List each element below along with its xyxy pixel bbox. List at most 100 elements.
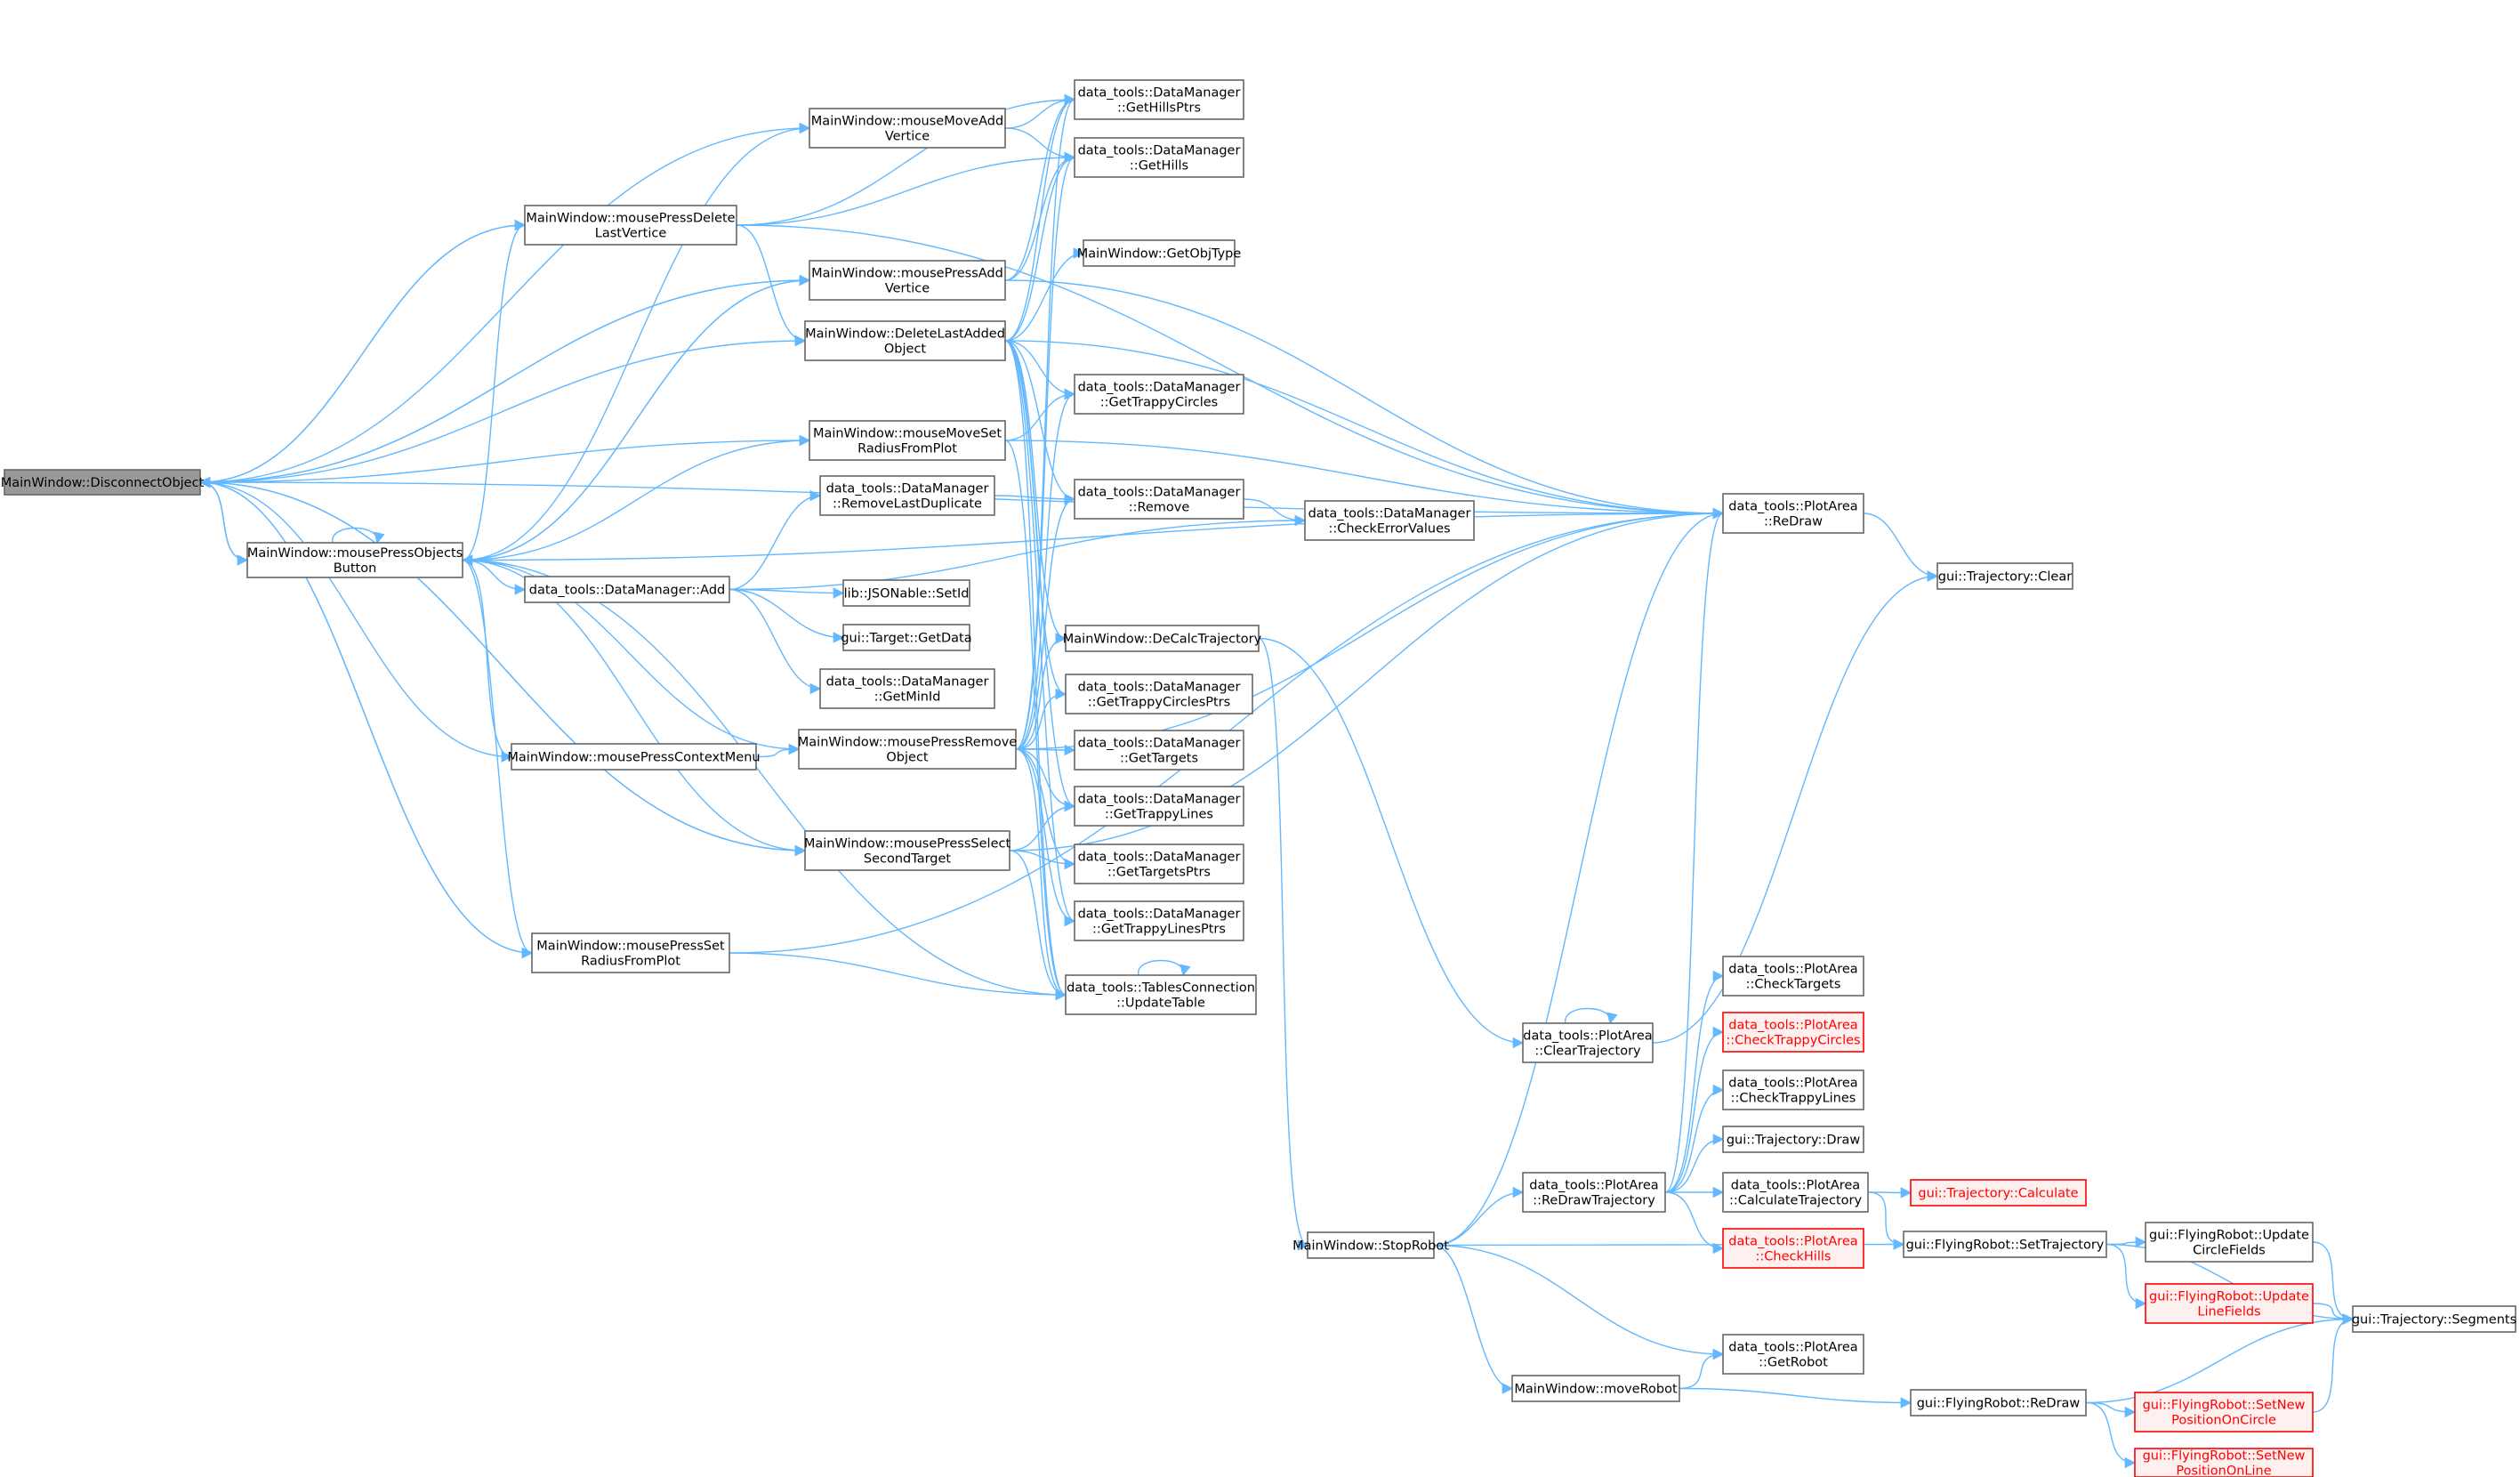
node-check-trappy-lines[interactable]: data_tools::PlotArea::CheckTrappyLines (1722, 1069, 1864, 1110)
edge-mp-del-last-to-pa-re-draw (736, 224, 1725, 520)
node-set-id[interactable]: lib::JSONable::SetId (842, 579, 970, 607)
node-fr-set-traj[interactable]: gui::FlyingRobot::SetTrajectory (1903, 1231, 2107, 1258)
edge-stop-robot-to-get-robot (1433, 1244, 1725, 1360)
edge-de-calc-traj-to-clear-traj (1258, 637, 1525, 1049)
edge-re-draw-traj-to-pa-re-draw (1664, 507, 1725, 1193)
node-stop-robot[interactable]: MainWindow::StopRobot (1292, 1231, 1449, 1259)
edge-mp-set-r-to-update-table (729, 952, 1067, 1001)
node-box (842, 624, 970, 651)
node-label-line: gui::Trajectory::Clear (1938, 570, 2072, 585)
node-label-line: MainWindow::mousePressRemove (798, 736, 1018, 750)
edge-objbtn-to-mp-set-r (462, 559, 534, 959)
node-get-hills-ptrs[interactable]: data_tools::DataManager::GetHillsPtrs (1074, 79, 1244, 120)
node-box (1065, 625, 1260, 652)
node-box (1722, 956, 1864, 997)
node-get-trappy-circles[interactable]: data_tools::DataManager::GetTrappyCircle… (1074, 374, 1244, 415)
edge-mp-rem-obj-to-get-trappy-circles (1015, 388, 1076, 750)
node-label-line: data_tools::DataManager (1078, 486, 1241, 500)
node-get-hills[interactable]: data_tools::DataManager::GetHills (1074, 137, 1244, 178)
node-label-line: ::Remove (1129, 501, 1190, 515)
node-traj-segments[interactable]: gui::Trajectory::Segments (2352, 1305, 2516, 1333)
nodes-layer: MainWindow::DisconnectObjectMainWindow::… (1, 79, 2516, 1477)
node-label-line: ::GetHillsPtrs (1117, 101, 1201, 116)
node-label-line: lib::JSONable::SetId (844, 587, 970, 601)
node-update-table[interactable]: data_tools::TablesConnection::UpdateTabl… (1065, 974, 1257, 1015)
node-check-err[interactable]: data_tools::DataManager::CheckErrorValue… (1304, 500, 1475, 541)
node-de-calc-traj[interactable]: MainWindow::DeCalcTrajectory (1063, 625, 1262, 652)
node-box (804, 320, 1006, 361)
node-pa-re-draw[interactable]: data_tools::PlotArea::ReDraw (1722, 493, 1864, 534)
node-label-line: ::GetTrappyLinesPtrs (1092, 923, 1226, 937)
node-label-line: gui::FlyingRobot::SetTrajectory (1906, 1239, 2105, 1253)
node-dm-remove[interactable]: data_tools::DataManager::Remove (1074, 479, 1244, 520)
node-label-line: MainWindow::mousePressDelete (526, 212, 735, 226)
node-get-targets-ptrs[interactable]: data_tools::DataManager::GetTargetsPtrs (1074, 843, 1244, 884)
node-box (1910, 1389, 2087, 1416)
node-label-line: data_tools::DataManager (1308, 507, 1471, 521)
node-get-min-id[interactable]: data_tools::DataManager::GetMinId (819, 668, 995, 709)
node-dm-rem-last-dup[interactable]: data_tools::DataManager::RemoveLastDupli… (819, 475, 995, 516)
edge-move-robot-to-fr-re-draw (1679, 1387, 1912, 1408)
node-ctx-menu[interactable]: MainWindow::mousePressContextMenu (507, 743, 761, 771)
node-get-trappy-lines[interactable]: data_tools::DataManager::GetTrappyLines (1074, 786, 1244, 827)
node-check-hills[interactable]: data_tools::PlotArea::CheckHills (1722, 1228, 1864, 1269)
node-get-trappy-circles-ptrs[interactable]: data_tools::DataManager::GetTrappyCircle… (1065, 674, 1253, 714)
node-box (2145, 1283, 2314, 1324)
node-get-obj-type[interactable]: MainWindow::GetObjType (1077, 239, 1242, 267)
node-get-targets[interactable]: data_tools::DataManager::GetTargets (1074, 730, 1244, 771)
node-calc-traj[interactable]: data_tools::PlotArea::CalculateTrajector… (1722, 1172, 1869, 1213)
node-move-robot[interactable]: MainWindow::moveRobot (1511, 1375, 1680, 1402)
node-box (1722, 1334, 1864, 1375)
node-box (809, 108, 1006, 149)
node-fr-re-draw[interactable]: gui::FlyingRobot::ReDraw (1910, 1389, 2087, 1416)
node-label-line: LastVertice (595, 227, 667, 241)
node-dm-add[interactable]: data_tools::DataManager::Add (524, 576, 730, 603)
node-label-line: data_tools::PlotArea (1728, 500, 1857, 514)
node-label-line: data_tools::DataManager (826, 675, 989, 690)
edge-re-draw-traj-to-check-targets (1664, 970, 1725, 1193)
node-box (804, 830, 1010, 871)
node-get-trappy-lines-ptrs[interactable]: data_tools::DataManager::GetTrappyLinesP… (1074, 900, 1244, 941)
node-label-line: data_tools::DataManager (1078, 681, 1241, 695)
node-label-line: gui::FlyingRobot::Update (2149, 1229, 2309, 1243)
node-label-line: data_tools::DataManager (1078, 908, 1241, 922)
edge-del-last-added-to-get-trappy-lines-ptrs (1004, 340, 1076, 927)
node-box (819, 668, 995, 709)
node-box (511, 743, 757, 771)
node-get-robot[interactable]: data_tools::PlotArea::GetRobot (1722, 1334, 1864, 1375)
node-check-trappy-circles[interactable]: data_tools::PlotArea::CheckTrappyCircles (1722, 1012, 1864, 1053)
node-disconnect[interactable]: MainWindow::DisconnectObject (1, 469, 205, 496)
node-re-draw-traj[interactable]: data_tools::PlotArea::ReDrawTrajectory (1522, 1172, 1666, 1213)
node-label-line: MainWindow::mousePressContextMenu (507, 751, 760, 765)
node-clear-traj[interactable]: data_tools::PlotArea::ClearTrajectory (1522, 1022, 1654, 1063)
node-label-line: ::GetTrappyLines (1105, 808, 1213, 822)
node-box (1522, 1022, 1654, 1063)
node-label-line: gui::FlyingRobot::SetNew (2143, 1449, 2306, 1464)
edge-mp-add-v-to-pa-re-draw (1004, 279, 1725, 520)
node-traj-clear[interactable]: gui::Trajectory::Clear (1936, 562, 2073, 590)
node-label-line: data_tools::DataManager (826, 482, 989, 496)
edge-re-draw-traj-to-check-trappy-circles (1664, 1026, 1725, 1193)
node-label-line: MainWindow::DisconnectObject (1, 476, 205, 490)
node-traj-calc[interactable]: gui::Trajectory::Calculate (1910, 1179, 2087, 1207)
node-box (842, 579, 970, 607)
node-get-data[interactable]: gui::Target::GetData (841, 624, 972, 651)
node-label-line: data_tools::PlotArea (1728, 1341, 1857, 1355)
node-label-line: ::CheckTrappyLines (1731, 1092, 1856, 1106)
node-check-targets[interactable]: data_tools::PlotArea::CheckTargets (1722, 956, 1864, 997)
node-label-line: data_tools::DataManager::Add (529, 584, 725, 598)
node-traj-draw[interactable]: gui::Trajectory::Draw (1722, 1126, 1864, 1153)
